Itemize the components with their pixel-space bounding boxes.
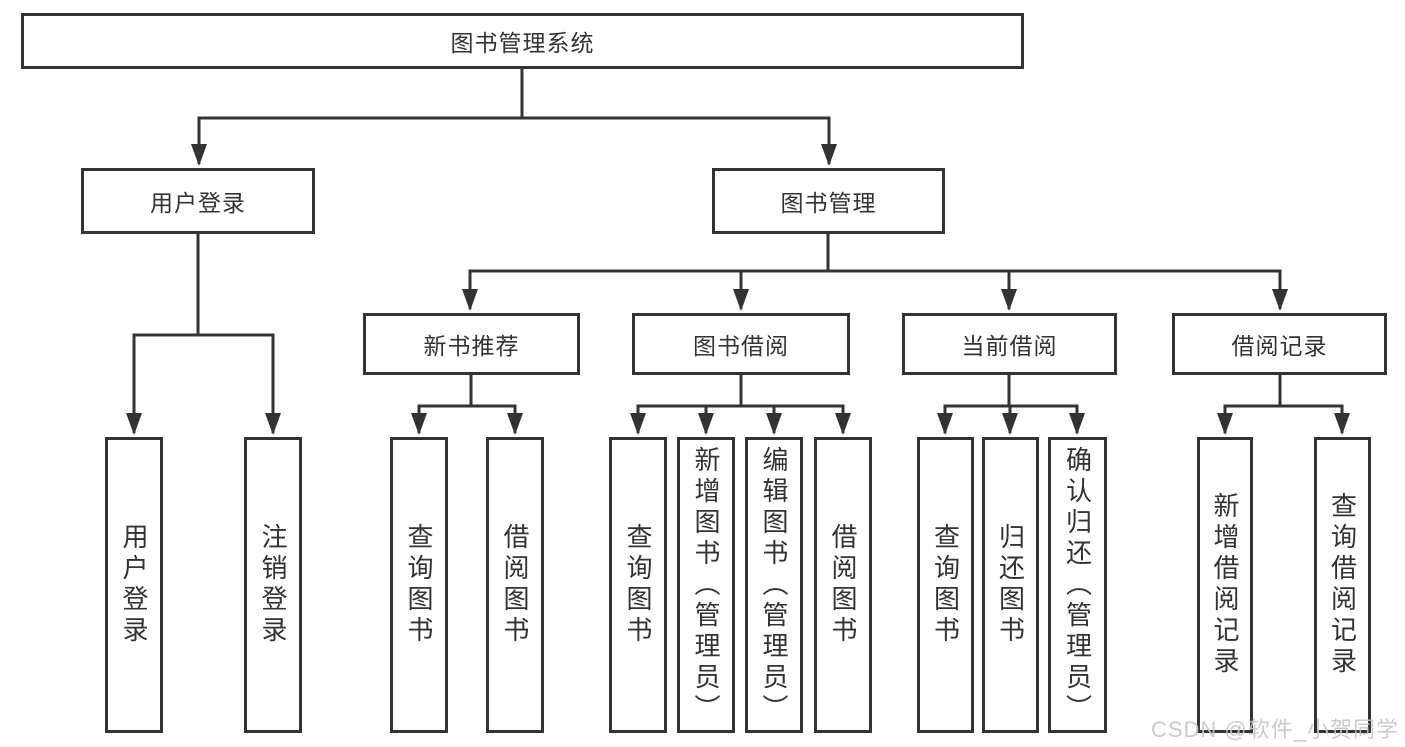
node-label: 注销登录 [258,523,288,647]
node-label: 新增图书（管理员） [691,445,721,725]
node-return-books: 归还图书 [982,437,1039,733]
node-borrow-books-recommend: 借阅图书 [486,437,544,733]
csdn-watermark: CSDN @软件_小贺同学 [1150,717,1399,742]
node-edit-books-admin: 编辑图书（管理员） [745,437,803,733]
node-label: 确认归还（管理员） [1062,445,1093,725]
node-current-borrowing: 当前借阅 [902,313,1117,375]
connector-group [126,69,1350,435]
node-add-borrow-record: 新增借阅记录 [1197,437,1253,733]
node-label: 图书管理系统 [450,30,595,56]
node-label: 用户登录 [119,523,149,647]
node-logout: 注销登录 [244,437,302,733]
node-book-management: 图书管理 [712,168,945,234]
node-label: 图书管理 [780,190,877,216]
node-label: 借阅图书 [500,523,530,647]
node-borrow-books-borrowing: 借阅图书 [814,437,872,733]
node-label: 归还图书 [995,523,1026,647]
node-query-books-current: 查询图书 [917,437,974,733]
node-add-books-admin: 新增图书（管理员） [677,437,735,733]
node-label: 图书借阅 [693,333,789,359]
node-user-login-leaf: 用户登录 [105,437,163,733]
node-label: 新增借阅记录 [1210,492,1240,678]
node-new-book-recommend: 新书推荐 [363,313,580,375]
node-label: 查询图书 [623,523,653,647]
node-label: 查询图书 [404,523,434,647]
node-confirm-return-admin: 确认归还（管理员） [1048,437,1107,733]
node-label: 借阅记录 [1231,333,1328,359]
node-label: 编辑图书（管理员） [759,445,789,725]
node-label: 查询借阅记录 [1327,492,1358,678]
node-user-login: 用户登录 [81,168,315,234]
node-query-borrow-record: 查询借阅记录 [1314,437,1371,733]
node-label: 查询图书 [930,523,961,647]
node-label: 新书推荐 [423,333,520,359]
node-label: 当前借阅 [961,333,1058,359]
node-borrowing-records: 借阅记录 [1172,313,1387,375]
node-book-borrowing: 图书借阅 [632,313,850,375]
node-label: 借阅图书 [828,523,858,647]
node-query-books-borrowing: 查询图书 [609,437,667,733]
node-query-books-recommend: 查询图书 [390,437,448,733]
node-label: 用户登录 [150,190,246,216]
node-library-system: 图书管理系统 [21,13,1024,69]
